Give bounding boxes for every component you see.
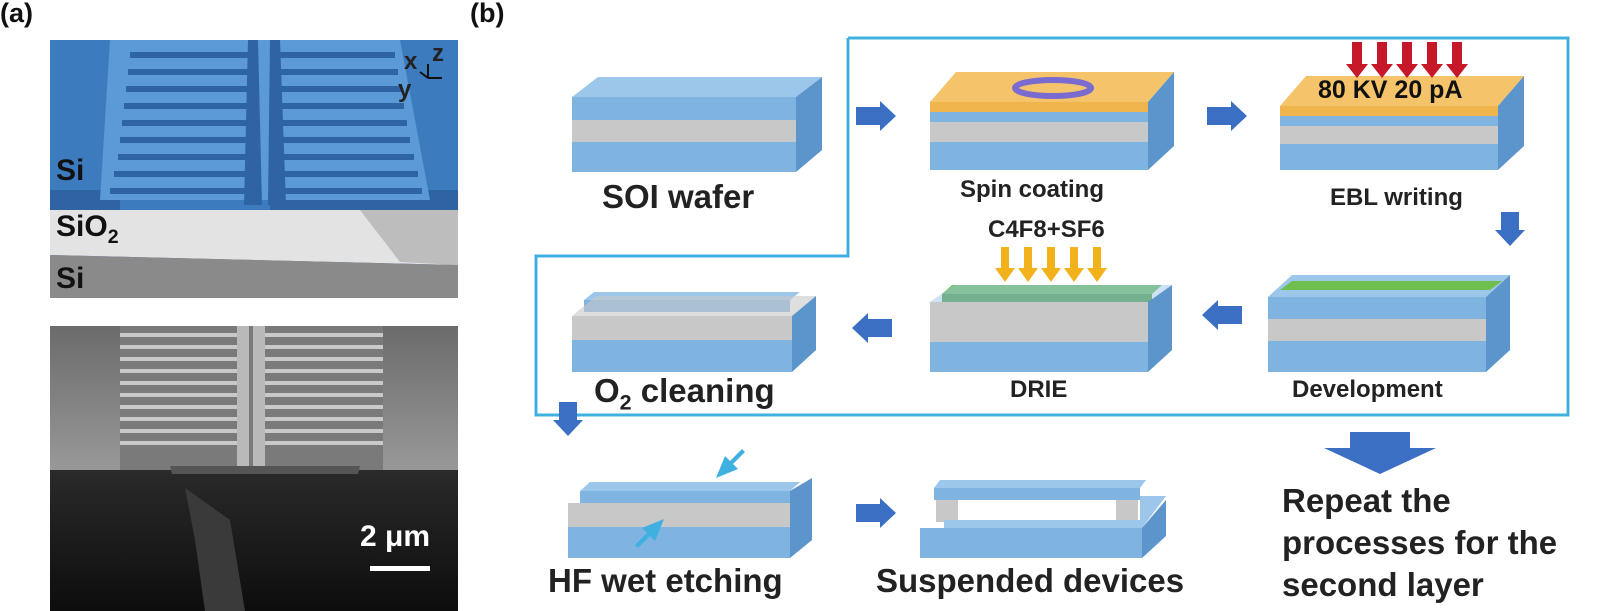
electron-beam-arrows-icon: [1346, 42, 1468, 78]
step-label-soi: SOI wafer: [602, 178, 755, 215]
step-label-drie: DRIE: [1010, 376, 1068, 403]
ebl-parameter-label: 80 KV 20 pA: [1318, 76, 1463, 104]
panel-b-tag: (b): [470, 0, 505, 28]
step-label-suspended: Suspended devices: [876, 562, 1185, 599]
scale-bar-label: 2 μm: [360, 520, 431, 553]
step-label-development: Development: [1292, 376, 1443, 403]
drie-gas-label: C4F8+SF6: [988, 216, 1105, 243]
axis-label-y: y: [398, 76, 412, 103]
label-sio2: SiO2: [56, 210, 119, 248]
arrow-soi-to-spin: [856, 101, 896, 131]
schematic-3d-device: [50, 40, 458, 298]
drie-block: [930, 247, 1172, 372]
etch-gas-arrows-icon: [995, 247, 1107, 282]
ladder-beams: [110, 52, 422, 194]
sem-image: [50, 326, 458, 611]
spin-coating-block: [930, 72, 1174, 170]
arrow-o2-to-hf: [553, 402, 583, 436]
ebl-writing-block: [1280, 42, 1524, 170]
arrow-spin-to-ebl: [1207, 101, 1247, 131]
soi-wafer-block: [572, 77, 822, 172]
process-loop-border: [534, 36, 1570, 417]
arrow-ebl-to-dev: [1495, 212, 1525, 246]
axis-label-z: z: [432, 40, 444, 67]
axis-label-x: x: [404, 48, 418, 75]
development-block: [1268, 275, 1510, 372]
step-label-spin: Spin coating: [960, 176, 1104, 203]
suspended-device-block: [920, 480, 1166, 558]
repeat-note: Repeat the processes for the second laye…: [1282, 482, 1558, 603]
o2-cleaning-block: [572, 292, 816, 372]
step-label-ebl: EBL writing: [1330, 184, 1463, 211]
axis-triad: [419, 64, 442, 79]
step-label-hf: HF wet etching: [548, 562, 783, 599]
hf-etchant-arrows-icon: [635, 449, 745, 548]
arrow-repeat-icon: [1324, 432, 1436, 474]
panel-a-tag: (a): [0, 0, 33, 28]
label-si-top: Si: [56, 154, 85, 187]
arrow-drie-to-o2: [852, 313, 892, 343]
scale-bar: [370, 566, 430, 571]
hf-etching-block: [568, 449, 812, 558]
spin-arrow-icon: [1012, 77, 1094, 99]
arrow-hf-to-suspended: [856, 498, 896, 528]
step-label-o2: O2 cleaning: [594, 372, 775, 415]
arrow-dev-to-drie: [1202, 300, 1242, 330]
label-si-bottom: Si: [56, 262, 85, 295]
